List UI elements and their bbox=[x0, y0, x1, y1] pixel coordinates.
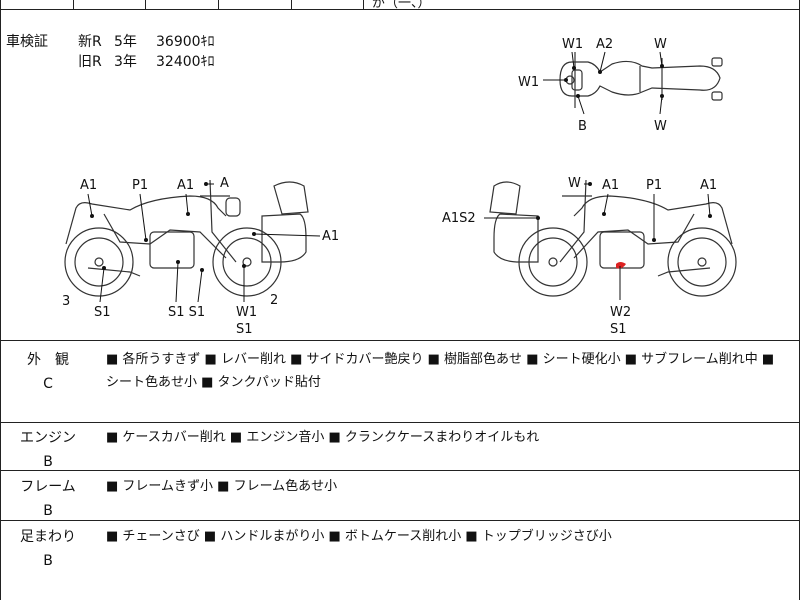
label-left-2: 2 bbox=[270, 293, 278, 308]
label-left-s1s1: S1 S1 bbox=[168, 305, 205, 320]
left-side-bike bbox=[64, 179, 309, 297]
label-top-w: W bbox=[654, 37, 667, 52]
section-suspension: 足まわり B ■ チェーンさび ■ ハンドルまがり小 ■ ボトムケース削れ小 ■… bbox=[0, 520, 800, 601]
header-fragment: が（一、） bbox=[372, 0, 431, 11]
left-side-leaders bbox=[87, 183, 321, 303]
condition-notes: ■ フレームきず小 ■ フレーム色あせ小 bbox=[106, 479, 338, 494]
inspection-type: 旧R bbox=[78, 54, 102, 70]
label-right-w: W bbox=[568, 176, 581, 191]
label-left-p1: P1 bbox=[132, 178, 148, 193]
right-side-leaders bbox=[484, 183, 711, 300]
section-frame: フレーム B ■ フレームきず小 ■ フレーム色あせ小 bbox=[0, 470, 800, 521]
top-view-bike bbox=[559, 52, 723, 108]
left-side-markers bbox=[90, 182, 256, 272]
inspection-label: 車検証 bbox=[6, 34, 48, 50]
label-right-p1: P1 bbox=[646, 178, 662, 193]
category-name: 外 観 bbox=[27, 352, 69, 368]
damage-mark-red bbox=[616, 262, 626, 269]
label-right-a1s2: A1S2 bbox=[442, 211, 476, 226]
inspection-row-new: 新R 5年 36900ｷﾛ bbox=[78, 32, 226, 53]
label-right-w2: W2 bbox=[610, 305, 631, 320]
label-left-a1-tank: A1 bbox=[177, 178, 194, 193]
label-left-w1: W1 bbox=[236, 305, 257, 320]
category-grade: C bbox=[43, 376, 53, 392]
left-border bbox=[0, 0, 1, 600]
category-name: 足まわり bbox=[20, 529, 76, 545]
motorcycle-damage-diagram: W1 A2 W W1 B W A1 P1 A1 A A1 3 S1 S1 S1 bbox=[62, 37, 737, 337]
category-grade: B bbox=[43, 454, 53, 470]
label-left-s1-front: S1 bbox=[236, 322, 253, 337]
strip-cell bbox=[218, 0, 292, 9]
label-right-s1: S1 bbox=[610, 322, 627, 337]
label-top-w1-side: W1 bbox=[518, 75, 539, 90]
strip-cell bbox=[73, 0, 146, 9]
strip-cell bbox=[145, 0, 219, 9]
strip-cell bbox=[0, 0, 74, 9]
right-side-markers bbox=[536, 182, 712, 242]
label-top-w-bottom: W bbox=[654, 119, 667, 134]
section-exterior: 外 観 C ■ 各所うすきず ■ レバー削れ ■ サイドカバー艶戻り ■ 樹脂部… bbox=[0, 340, 800, 423]
label-top-w1: W1 bbox=[562, 37, 583, 52]
category-cell: 外 観 C bbox=[0, 349, 96, 395]
section-engine: エンジン B ■ ケースカバー削れ ■ エンジン音小 ■ クランクケースまわりオ… bbox=[0, 422, 800, 471]
inspection-row-old: 旧R 3年 32400ｷﾛ bbox=[78, 52, 226, 73]
top-view-leaders bbox=[543, 51, 663, 115]
top-table-strip: が（一、） bbox=[0, 0, 800, 11]
condition-notes: ■ チェーンさび ■ ハンドルまがり小 ■ ボトムケース削れ小 ■ トップブリッ… bbox=[106, 529, 612, 544]
category-grade: B bbox=[43, 553, 53, 569]
condition-notes: ■ 各所うすきず ■ レバー削れ ■ サイドカバー艶戻り ■ 樹脂部色あせ ■ … bbox=[106, 352, 775, 390]
right-side-bike bbox=[489, 179, 737, 297]
strip-cell bbox=[291, 0, 364, 9]
label-top-a2: A2 bbox=[596, 37, 613, 52]
label-left-a: A bbox=[220, 176, 229, 191]
label-right-a1-rear: A1 bbox=[700, 178, 717, 193]
label-right-a1: A1 bbox=[602, 178, 619, 193]
label-top-b: B bbox=[578, 119, 587, 134]
inspection-mileage: 36900ｷﾛ bbox=[156, 34, 215, 50]
category-cell: 足まわり B bbox=[0, 526, 96, 572]
condition-notes: ■ ケースカバー削れ ■ エンジン音小 ■ クランクケースまわりオイルもれ bbox=[106, 430, 540, 445]
category-name: フレーム bbox=[20, 479, 76, 495]
label-left-3: 3 bbox=[62, 294, 70, 309]
label-left-a1: A1 bbox=[80, 178, 97, 193]
category-grade: B bbox=[43, 503, 53, 519]
top-view-markers bbox=[564, 64, 664, 98]
label-left-a1-bag: A1 bbox=[322, 229, 339, 244]
inspection-years: 3年 bbox=[114, 54, 137, 70]
category-name: エンジン bbox=[20, 430, 76, 446]
inspection-mileage: 32400ｷﾛ bbox=[156, 54, 215, 70]
category-cell: エンジン B bbox=[0, 427, 96, 473]
label-left-s1: S1 bbox=[94, 305, 111, 320]
inspection-type: 新R bbox=[78, 34, 102, 50]
inspection-years: 5年 bbox=[114, 34, 137, 50]
category-cell: フレーム B bbox=[0, 476, 96, 522]
